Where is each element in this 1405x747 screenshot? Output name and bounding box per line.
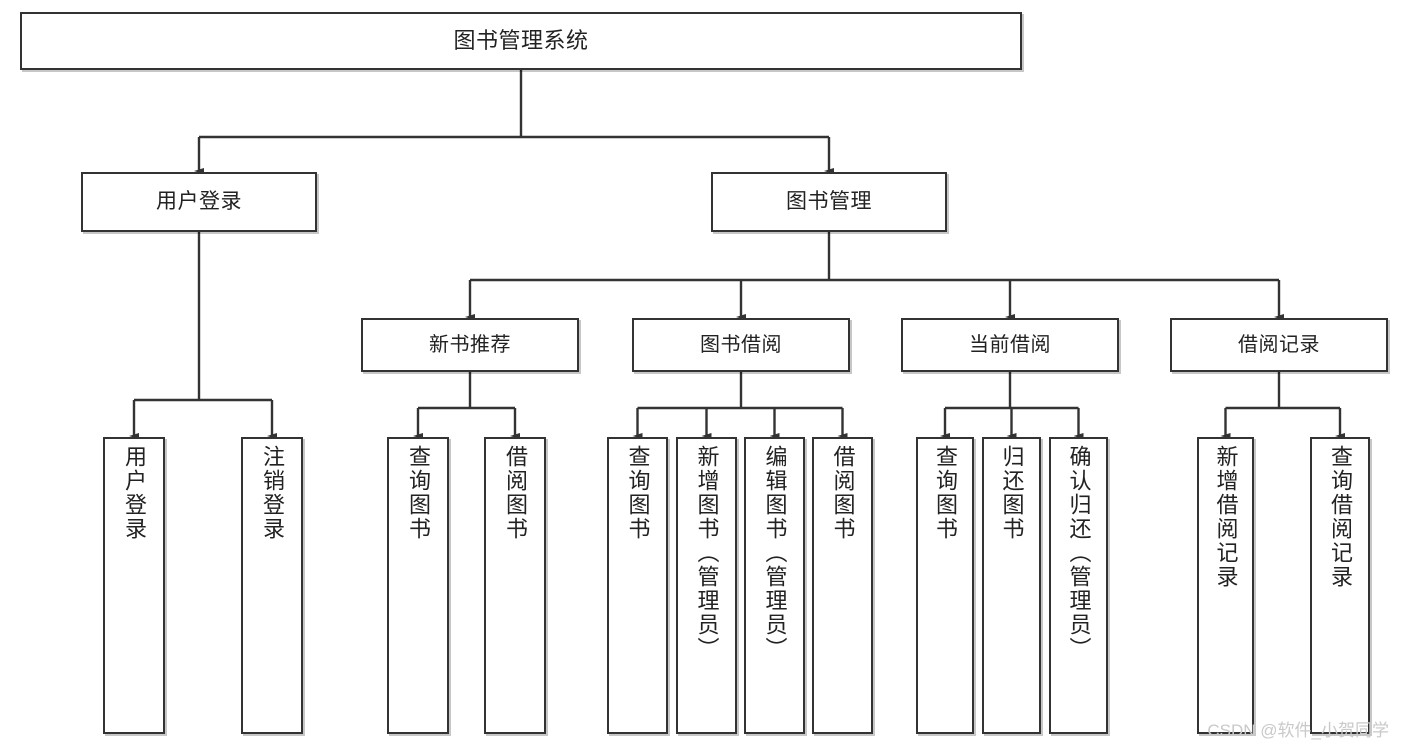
node-leaf-query-book-1[interactable]: 查询图书 — [387, 437, 449, 734]
node-label: 图书管理 — [786, 190, 872, 214]
node-leaf-query-record[interactable]: 查询借阅记录 — [1310, 437, 1370, 734]
node-label: 查询图书 — [933, 445, 958, 541]
edge-layer — [129, 70, 1345, 439]
node-leaf-user-login[interactable]: 用户登录 — [103, 437, 165, 734]
node-leaf-add-book[interactable]: 新增图书（管理员） — [676, 437, 737, 734]
node-label: 借阅记录 — [1238, 333, 1320, 356]
node-label: 查询借阅记录 — [1328, 445, 1353, 589]
node-book-manage[interactable]: 图书管理 — [711, 172, 947, 232]
node-leaf-confirm-return[interactable]: 确认归还（管理员） — [1049, 437, 1108, 734]
node-leaf-edit-book[interactable]: 编辑图书（管理员） — [744, 437, 805, 734]
node-new-book-rec[interactable]: 新书推荐 — [361, 318, 579, 372]
node-leaf-user-logout[interactable]: 注销登录 — [241, 437, 303, 734]
node-label: 用户登录 — [156, 190, 242, 214]
node-label: 借阅图书 — [830, 445, 856, 541]
node-borrow-record[interactable]: 借阅记录 — [1170, 318, 1388, 372]
node-label: 当前借阅 — [969, 333, 1051, 356]
node-label: 确认归还（管理员） — [1066, 445, 1092, 661]
node-label: 图书借阅 — [700, 333, 782, 356]
node-leaf-add-record[interactable]: 新增借阅记录 — [1197, 437, 1254, 734]
node-label: 查询图书 — [406, 445, 431, 541]
node-book-borrow[interactable]: 图书借阅 — [632, 318, 850, 372]
node-label: 新增借阅记录 — [1213, 445, 1239, 589]
node-label: 新增图书（管理员） — [694, 445, 720, 661]
node-label: 注销登录 — [260, 445, 285, 541]
node-leaf-return-book[interactable]: 归还图书 — [982, 437, 1041, 734]
watermark: CSDN @软件_小贺同学 — [1207, 721, 1389, 740]
node-leaf-borrow-book-1[interactable]: 借阅图书 — [484, 437, 546, 734]
node-label: 归还图书 — [999, 445, 1025, 541]
node-label: 用户登录 — [122, 445, 147, 541]
node-leaf-borrow-book-2[interactable]: 借阅图书 — [812, 437, 873, 734]
node-label: 图书管理系统 — [453, 27, 589, 53]
node-leaf-query-book-3[interactable]: 查询图书 — [916, 437, 974, 734]
node-label: 新书推荐 — [429, 333, 511, 356]
node-label: 编辑图书（管理员） — [762, 445, 788, 661]
node-label: 查询图书 — [625, 445, 651, 541]
node-user-login[interactable]: 用户登录 — [81, 172, 317, 232]
node-current-borrow[interactable]: 当前借阅 — [901, 318, 1119, 372]
node-label: 借阅图书 — [503, 445, 528, 541]
node-root[interactable]: 图书管理系统 — [20, 12, 1022, 70]
node-leaf-query-book-2[interactable]: 查询图书 — [607, 437, 668, 734]
